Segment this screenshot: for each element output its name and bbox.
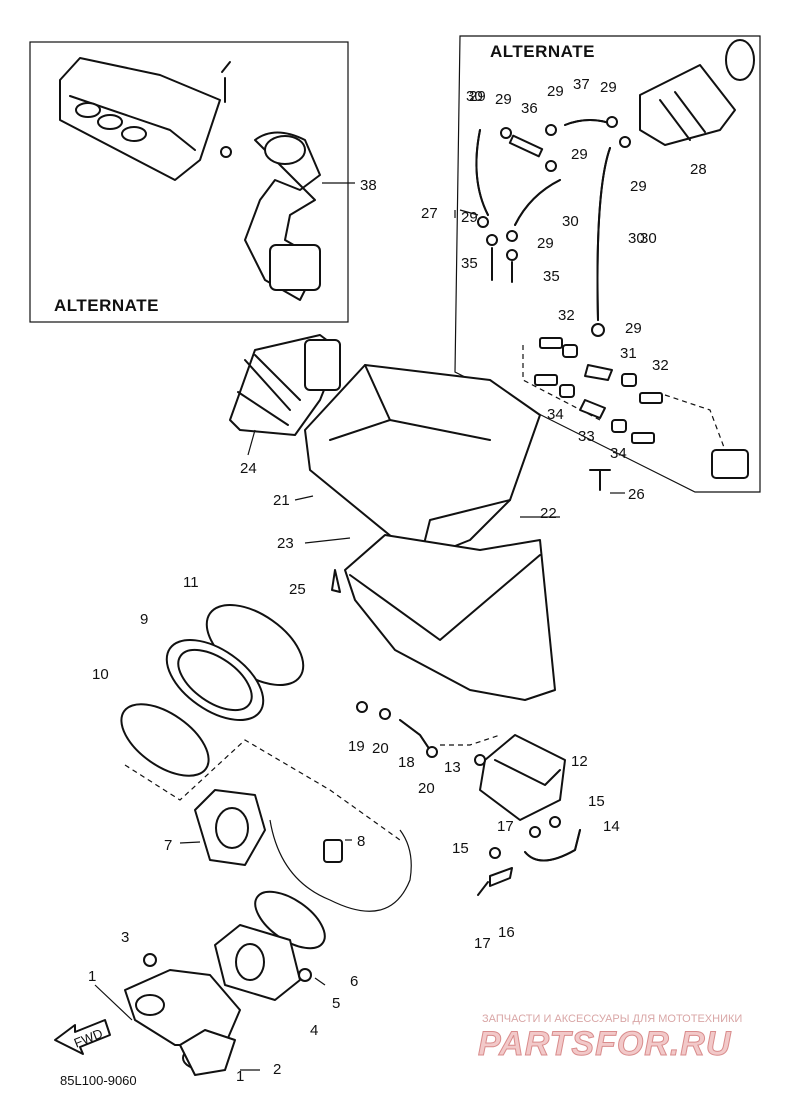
callout-29c: 29 xyxy=(600,79,617,96)
leader-lines xyxy=(94,209,625,1071)
callout-16: 16 xyxy=(498,924,515,941)
callout-27: 27 xyxy=(421,205,438,222)
callout-20a: 20 xyxy=(372,740,389,757)
callout-15a: 15 xyxy=(452,840,469,857)
callout-29g: 29 xyxy=(537,235,554,252)
callout-6: 6 xyxy=(350,973,358,990)
forward-arrow-icon: FWD xyxy=(54,1019,111,1055)
callout-2: 2 xyxy=(273,1061,281,1078)
fwd-label: FWD xyxy=(72,1026,105,1051)
watermark-tagline: ЗАПЧАСТИ И АКСЕССУАРЫ ДЛЯ МОТОТЕХНИКИ xyxy=(482,1013,742,1025)
callout-15b: 15 xyxy=(588,793,605,810)
callout-25: 25 xyxy=(289,581,306,598)
fuel-pump-assembly xyxy=(331,569,581,896)
callout-32b: 32 xyxy=(652,357,669,374)
callout-17b: 17 xyxy=(497,818,514,835)
alternate-box-right: ALTERNATE xyxy=(454,35,761,493)
callout-26: 26 xyxy=(628,486,645,503)
callout-8: 8 xyxy=(357,833,365,850)
callout-11: 11 xyxy=(183,574,199,591)
callout-21: 21 xyxy=(273,492,290,509)
callout-18: 18 xyxy=(398,754,415,771)
callout-30a: 30 xyxy=(466,88,483,105)
callout-1b: 1 xyxy=(236,1068,244,1085)
watermark: ЗАПЧАСТИ И АКСЕССУАРЫ ДЛЯ МОТОТЕХНИКИ PA… xyxy=(478,1013,743,1064)
air-box-assembly xyxy=(229,334,556,701)
callout-14: 14 xyxy=(603,818,620,835)
alternate-label-left: ALTERNATE xyxy=(54,296,159,315)
callout-34b: 34 xyxy=(610,445,627,462)
callout-30b: 30 xyxy=(562,213,579,230)
diagram-code: 85L100-9060 xyxy=(60,1073,137,1088)
callout-29e: 29 xyxy=(630,178,647,195)
callout-24: 24 xyxy=(240,460,257,477)
watermark-logo: PARTSFOR.RU xyxy=(478,1025,732,1063)
callout-23: 23 xyxy=(277,535,294,552)
callout-3: 3 xyxy=(121,929,129,946)
callout-19: 19 xyxy=(348,738,365,755)
callout-13: 13 xyxy=(444,759,461,776)
callout-35a: 35 xyxy=(461,255,478,272)
callout-31: 31 xyxy=(620,345,637,362)
callout-7: 7 xyxy=(164,837,172,854)
callout-10: 10 xyxy=(92,666,109,683)
callout-32a: 32 xyxy=(558,307,575,324)
callout-4: 4 xyxy=(310,1022,318,1039)
callout-28: 28 xyxy=(690,161,707,178)
alternate-label-right: ALTERNATE xyxy=(490,42,595,61)
callout-9: 9 xyxy=(140,611,148,628)
callout-1a: 1 xyxy=(88,968,96,985)
alternate-box-left: ALTERNATE xyxy=(29,41,355,323)
callout-30d: 30 xyxy=(640,230,657,247)
callout-38: 38 xyxy=(360,177,377,194)
callout-17a: 17 xyxy=(474,935,491,952)
callout-numbers: 1 1 2 3 4 5 6 7 8 9 10 11 12 13 14 15 15… xyxy=(88,76,707,1085)
callout-37: 37 xyxy=(573,76,590,93)
intake-joints xyxy=(120,604,412,1076)
callout-5: 5 xyxy=(332,995,340,1012)
callout-36: 36 xyxy=(521,100,538,117)
callout-29a: 29 xyxy=(495,91,512,108)
callout-29i: 29 xyxy=(469,88,486,105)
callout-22: 22 xyxy=(540,505,557,522)
callout-29d: 29 xyxy=(571,146,588,163)
callout-34a: 34 xyxy=(547,406,564,423)
callout-35b: 35 xyxy=(543,268,560,285)
callout-20b: 20 xyxy=(418,780,435,797)
callout-33: 33 xyxy=(578,428,595,445)
callout-29f: 29 xyxy=(461,209,478,226)
callout-29b: 29 xyxy=(547,83,564,100)
callout-29h: 29 xyxy=(625,320,642,337)
callout-12: 12 xyxy=(571,753,588,770)
callout-30c: 30 xyxy=(628,230,645,247)
